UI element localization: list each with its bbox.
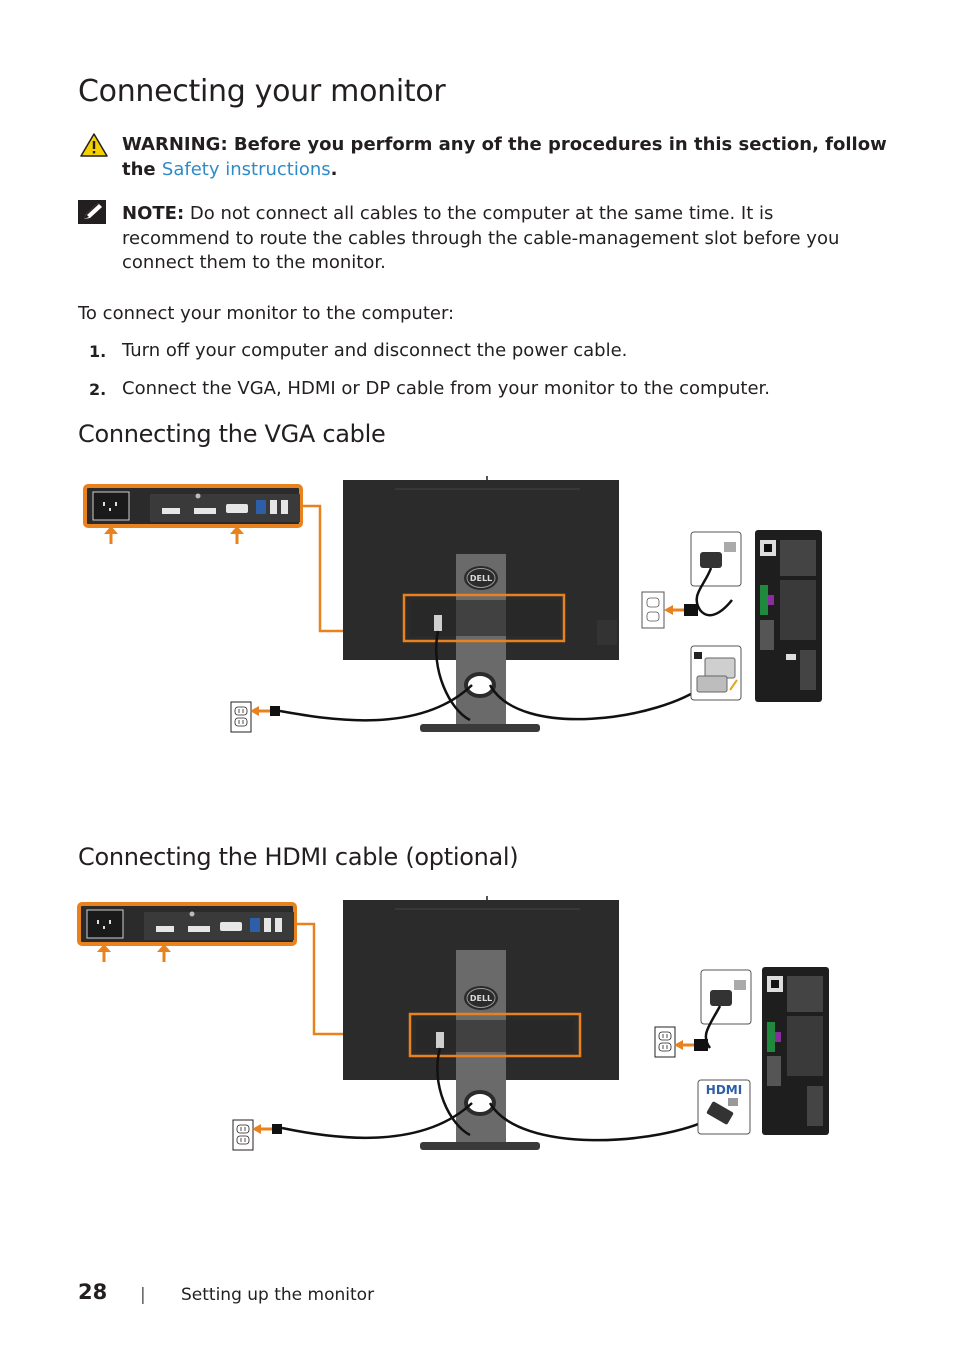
note-pencil-icon [78,200,106,228]
hdmi-logo: HDMI [706,1083,742,1097]
safety-instructions-link[interactable]: Safety instructions [161,158,331,180]
warning-the: the [122,158,156,180]
warning-period: . [330,158,338,180]
footer-section-title: Setting up the monitor [181,1285,375,1305]
hdmi-connection-diagram: DELL HDMI [0,890,954,1164]
warning-label: WARNING: Before you perform any of the p… [122,134,887,155]
page-title: Connecting your monitor [78,74,446,109]
note-line-1: Do not connect all cables to the compute… [189,203,774,224]
note-label: NOTE: [122,203,185,224]
section-heading-hdmi: Connecting the HDMI cable (optional) [78,843,519,871]
section-heading-vga: Connecting the VGA cable [78,420,386,448]
step-2-number: 2. [89,380,107,399]
step-2-text: Connect the VGA, HDMI or DP cable from y… [122,378,770,399]
note-line-3: connect them to the monitor. [122,252,386,273]
step-1-text: Turn off your computer and disconnect th… [122,340,628,361]
vga-dell-logo: DELL [470,574,492,583]
warning-icon [80,133,108,161]
step-1-number: 1. [89,342,107,361]
footer-separator: | [140,1285,146,1305]
warning-text: WARNING: Before you perform any of the p… [122,133,902,182]
hdmi-dell-logo: DELL [470,994,492,1003]
note-line-2: recommend to route the cables through th… [122,227,840,249]
intro-text: To connect your monitor to the computer: [78,303,455,324]
note-text: NOTE: Do not connect all cables to the c… [122,202,902,276]
vga-connection-diagram: DELL [0,470,954,754]
page-number: 28 [78,1280,108,1304]
